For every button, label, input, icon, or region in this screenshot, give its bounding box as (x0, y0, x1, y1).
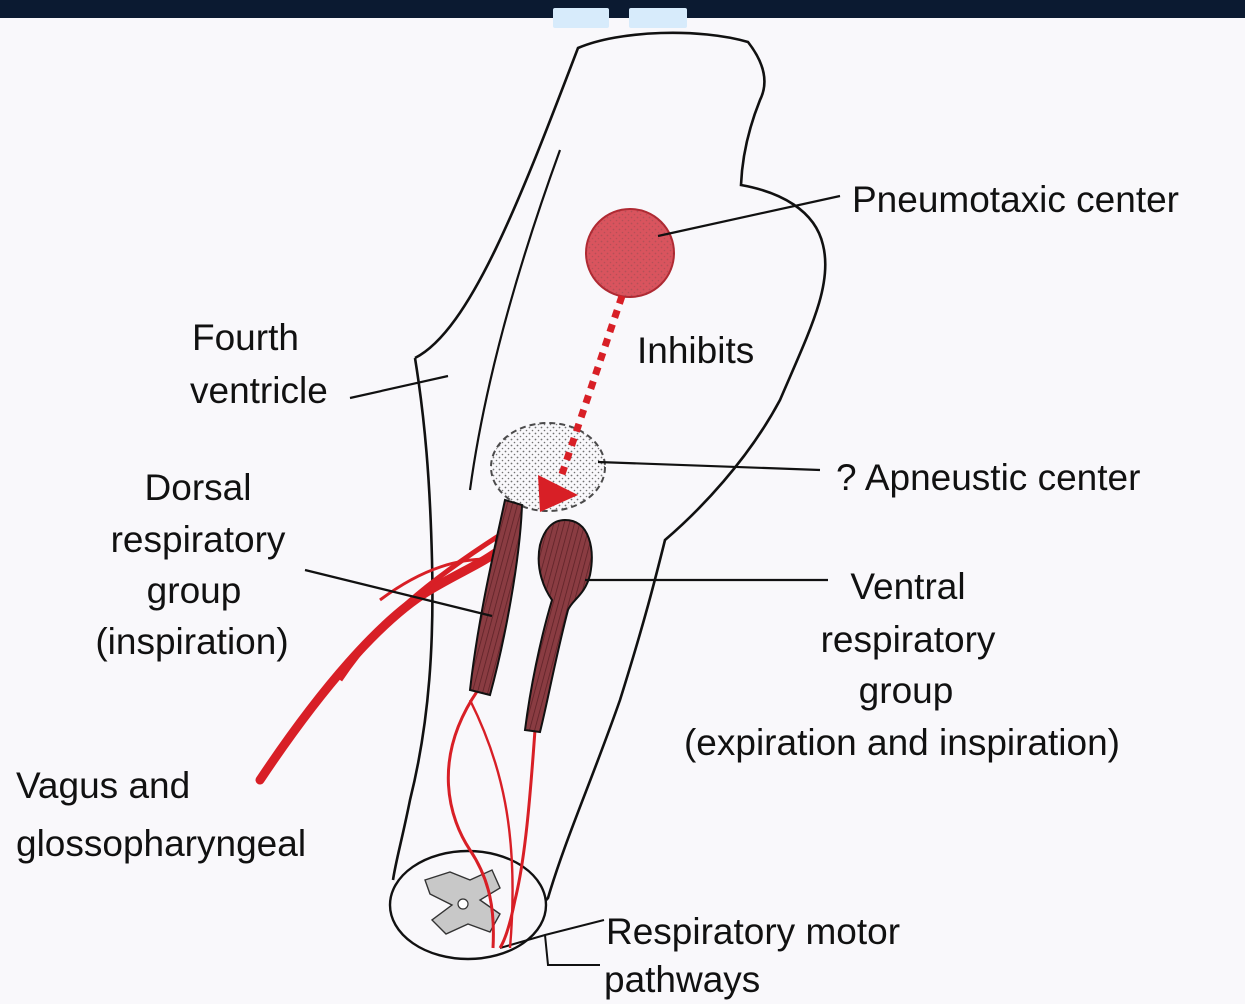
ventral-group-label-line1: Ventral (850, 566, 965, 607)
motor-pathways-label-line1: Respiratory motor (606, 911, 900, 952)
inhibits-label: Inhibits (637, 330, 754, 371)
dorsal-group-label-line2: respiratory (111, 519, 286, 560)
fourth-ventricle-label-line1: Fourth (192, 317, 299, 358)
ventral-group-label-line3: group (859, 670, 954, 711)
apneustic-center-label: ? Apneustic center (836, 457, 1140, 498)
pneumotaxic-center-label: Pneumotaxic center (852, 179, 1179, 220)
dorsal-group-label-line4: (inspiration) (95, 621, 288, 662)
vagus-label-line1: Vagus and (16, 765, 190, 806)
fourth-ventricle-label-line2: ventricle (190, 370, 328, 411)
dorsal-group-label-line1: Dorsal (145, 467, 252, 508)
motor-pathways-label-line2: pathways (604, 959, 760, 1000)
ventral-group-label-line4: (expiration and inspiration) (684, 722, 1120, 763)
top-tab-left[interactable] (553, 8, 609, 28)
dorsal-group-label-line3: group (147, 570, 242, 611)
central-canal (458, 899, 468, 909)
ventral-group-label-line2: respiratory (821, 619, 996, 660)
vagus-label-line2: glossopharyngeal (16, 823, 306, 864)
top-bar (0, 0, 1245, 18)
top-tab-right[interactable] (629, 8, 687, 28)
